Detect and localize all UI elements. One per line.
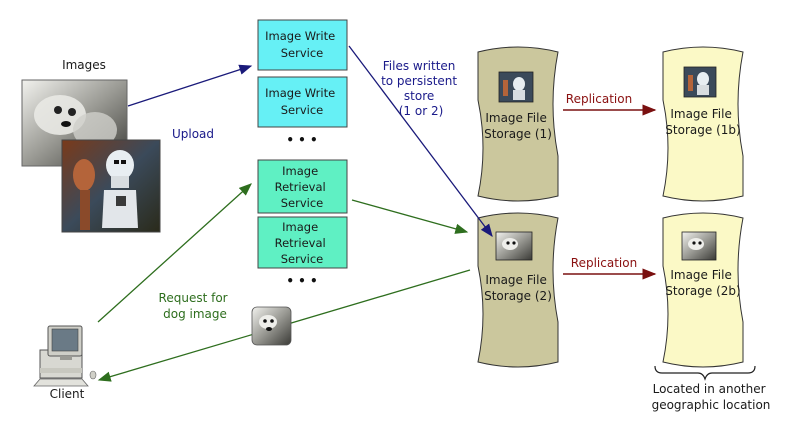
image-write-service-1: Image Write Service <box>257 19 348 71</box>
retrieval-to-storage-arrow <box>351 199 469 234</box>
replication-label-1: Replication <box>566 92 632 106</box>
files-written-line-3: store <box>404 89 434 103</box>
upload-label: Upload <box>172 127 214 141</box>
files-written-line-1: Files written <box>383 59 456 73</box>
upload-arrow <box>127 64 253 107</box>
write-service-1-line-1: Image Write <box>265 29 335 43</box>
storage-2-line-2: Storage (2) <box>484 289 552 303</box>
storage-2b-line-2: Storage (2b) <box>665 284 740 298</box>
request-label: Request for dog image <box>159 291 232 321</box>
write-service-1-line-2: Service <box>281 46 324 60</box>
image-file-storage-2b: Image File Storage (2b) <box>662 212 744 368</box>
retrieval-service-1-line-3: Service <box>281 196 324 210</box>
write-to-storage-arrow <box>348 45 493 238</box>
files-written-label: Files written to persistent store (1 or … <box>381 59 461 118</box>
image-file-storage-1: Image File Storage (1) <box>477 46 559 202</box>
location-note-line-2: geographic location <box>652 398 771 412</box>
storage-1b-line-1: Image File <box>670 107 731 121</box>
image-write-service-2: Image Write Service <box>257 76 348 128</box>
request-label-line-2: dog image <box>163 307 227 321</box>
write-services-ellipsis: • • • <box>286 133 317 147</box>
geographic-bracket <box>654 365 756 381</box>
storage-2-line-1: Image File <box>485 273 546 287</box>
files-written-line-2: to persistent <box>381 74 457 88</box>
svg-text:Image Write Service: Image Write Service <box>265 86 339 117</box>
svg-text:Image File Storage (1b): Image File Storage (1b) <box>665 107 740 137</box>
storage-2-thumbnail <box>495 231 533 261</box>
write-service-2-line-1: Image Write <box>265 86 335 100</box>
storage-2b-thumbnail <box>681 231 717 261</box>
retrieval-services-ellipsis: • • • <box>286 274 317 288</box>
client-request-arrow <box>97 183 252 323</box>
storage-1b-thumbnail <box>683 66 717 98</box>
location-note: Located in another geographic location <box>652 382 771 412</box>
image-file-storage-1b: Image File Storage (1b) <box>662 46 744 202</box>
client-computer-icon <box>33 325 97 387</box>
stormtrooper-photo <box>61 139 161 233</box>
storage-1-line-1: Image File <box>485 111 546 125</box>
client-label: Client <box>50 387 85 401</box>
svg-text:Image File Storage (1): Image File Storage (1) <box>484 111 552 141</box>
retrieval-service-2-line-2: Retrieval <box>275 236 326 250</box>
svg-text:Image Write Service: Image Write Service <box>265 29 339 60</box>
retrieval-service-1-line-2: Retrieval <box>275 180 326 194</box>
image-retrieval-service-2: Image Retrieval Service <box>257 216 348 269</box>
location-note-line-1: Located in another <box>653 382 766 396</box>
retrieval-service-2-line-3: Service <box>281 252 324 266</box>
storage-1-thumbnail <box>498 71 534 103</box>
images-label: Images <box>62 58 106 72</box>
storage-1b-line-2: Storage (1b) <box>665 123 740 137</box>
svg-text:Image Retrieval Se: Image Retrieval Service <box>275 164 330 210</box>
storage-1-line-2: Storage (1) <box>484 127 552 141</box>
image-retrieval-service-1: Image Retrieval Service <box>257 159 348 214</box>
image-file-storage-2: Image File Storage (2) <box>477 212 559 368</box>
files-written-line-4: (1 or 2) <box>399 104 444 118</box>
retrieval-service-1-line-1: Image <box>282 164 318 178</box>
write-service-2-line-2: Service <box>281 103 324 117</box>
svg-text:Image Retrieval Se: Image Retrieval Service <box>275 220 330 266</box>
storage-2b-line-1: Image File <box>670 268 731 282</box>
replication-label-2: Replication <box>571 256 637 270</box>
request-label-line-1: Request for <box>159 291 228 305</box>
svg-text:Image File Storage (2b): Image File Storage (2b) <box>665 268 740 298</box>
retrieval-service-2-line-1: Image <box>282 220 318 234</box>
svg-text:Image File Storage (2): Image File Storage (2) <box>484 273 552 303</box>
dog-image-in-transit <box>251 306 292 346</box>
